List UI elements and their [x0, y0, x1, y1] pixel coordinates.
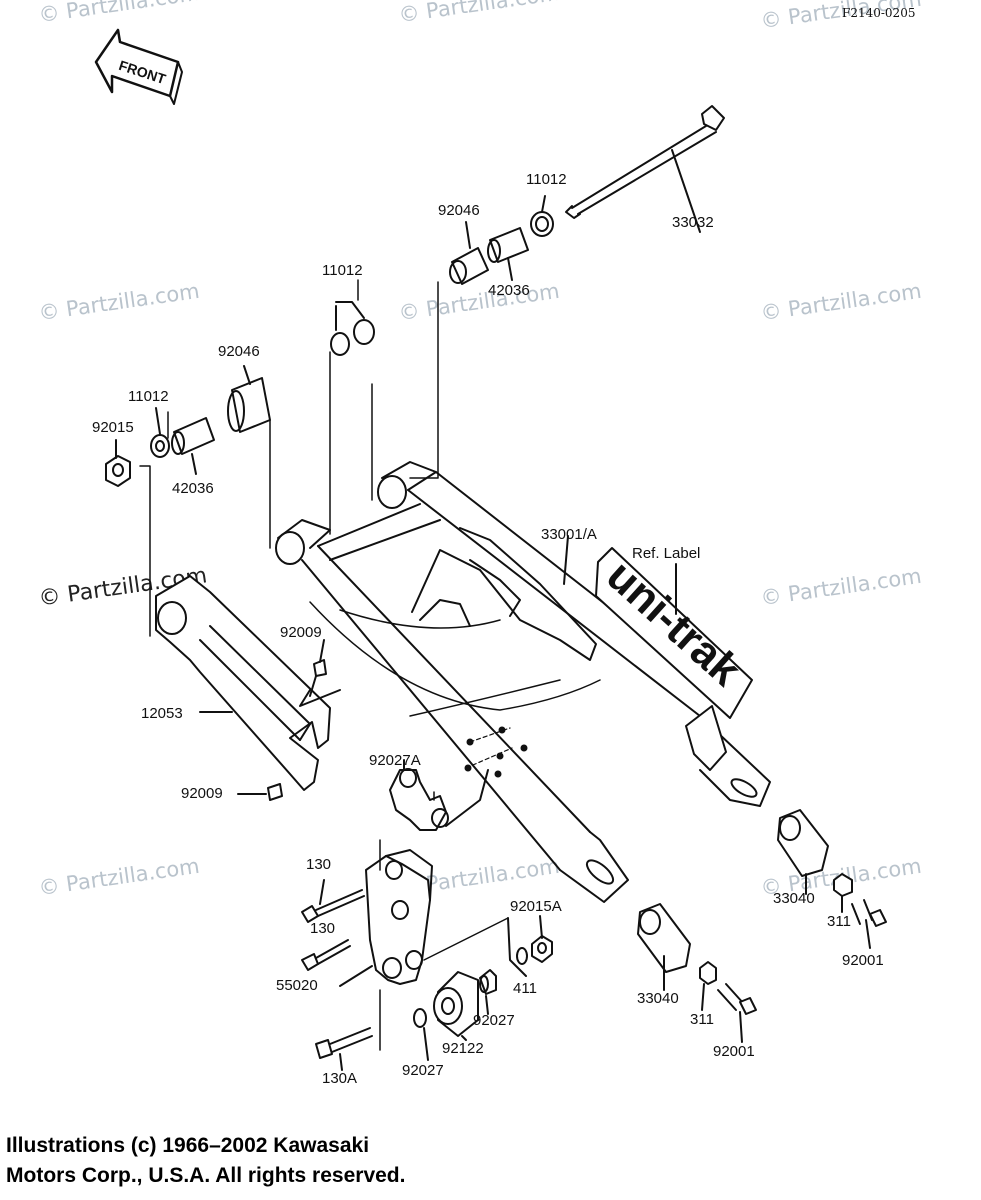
ref-label: Ref. Label [632, 545, 701, 562]
diagram-code: F2140-0205 [842, 6, 916, 20]
part-label-92001-bottom: 92001 [713, 1043, 755, 1060]
front-arrow-icon: FRONT [94, 28, 183, 105]
part-label-12053: 12053 [141, 705, 183, 722]
part-label-92001-right: 92001 [842, 952, 884, 969]
part-label-11012-left: 11012 [128, 388, 169, 405]
swingarm-33001 [275, 461, 771, 903]
bushing-92046-top [449, 221, 489, 285]
part-label-42036-left: 42036 [172, 480, 214, 497]
bracket-92027A [389, 759, 489, 831]
part-label-92122: 92122 [442, 1040, 484, 1057]
part-label-92009-bottom: 92009 [181, 785, 223, 802]
copyright-line-2: Motors Corp., U.S.A. All rights reserved… [6, 1164, 406, 1187]
bolt-130-a [301, 879, 365, 923]
collar-42036-left [171, 417, 215, 475]
bolt-92009-bottom [237, 783, 283, 801]
part-label-11012-top: 11012 [526, 171, 567, 188]
part-label-33032: 33032 [672, 214, 714, 231]
uni-trak-decal: uni-trak [595, 547, 753, 719]
part-label-92046-top: 92046 [438, 202, 480, 219]
bearing-11012-left [150, 407, 170, 458]
collar-92027-bottom [413, 1008, 429, 1061]
part-label-42036-top: 42036 [488, 282, 530, 299]
bearing-11012-mid [330, 301, 375, 356]
part-label-311-bottom: 311 [690, 1011, 714, 1028]
part-label-92046-left: 92046 [218, 343, 260, 360]
copyright-line-1: Illustrations (c) 1966–2002 Kawasaki [6, 1134, 370, 1157]
part-label-92027A: 92027A [369, 752, 421, 769]
part-label-92015: 92015 [92, 419, 134, 436]
part-label-130A: 130A [322, 1070, 358, 1087]
rocker-arm-55020 [339, 839, 433, 1051]
collar-92027-right [479, 969, 497, 1015]
bolt-92009-top [299, 639, 341, 707]
nut-92015 [105, 439, 131, 487]
adjuster-33040-right [777, 809, 829, 895]
copyright-notice: Illustrations (c) 1966–2002 Kawasaki Mot… [6, 1131, 405, 1191]
bolt-92001-right [851, 899, 887, 949]
part-label-92027-bottom: 92027 [402, 1062, 444, 1079]
washer-411 [423, 917, 528, 977]
nut-92015A [531, 915, 553, 963]
part-label-92027-right: 92027 [473, 1012, 515, 1029]
bearing-11012-top [530, 195, 554, 237]
bolt-130-b [301, 939, 351, 971]
part-label-311-right: 311 [827, 913, 851, 930]
nut-311-bottom [699, 961, 717, 1011]
part-label-411: 411 [513, 980, 537, 997]
part-label-92015A: 92015A [510, 898, 562, 915]
part-label-55020: 55020 [276, 977, 318, 994]
collar-42036-top [487, 227, 529, 281]
bearing-92122 [433, 971, 479, 1041]
part-label-11012-mid: 11012 [322, 262, 363, 279]
adjuster-33040-bottom [637, 903, 691, 991]
part-label-33040-right: 33040 [773, 890, 815, 907]
part-label-33001: 33001/A [541, 526, 597, 543]
part-label-92009-top: 92009 [280, 624, 322, 641]
nut-311-right [833, 873, 853, 913]
axle-33032 [565, 105, 725, 233]
part-label-130-a: 130 [306, 856, 332, 873]
bushing-92046-left [227, 365, 271, 433]
bolt-92001-bottom [717, 983, 757, 1043]
part-label-33040-bottom: 33040 [637, 990, 679, 1007]
part-label-130-b: 130 [310, 920, 336, 937]
bolt-130A [315, 1027, 373, 1071]
decal-text: uni-trak [597, 551, 750, 696]
chain-guide-12053 [155, 575, 331, 791]
